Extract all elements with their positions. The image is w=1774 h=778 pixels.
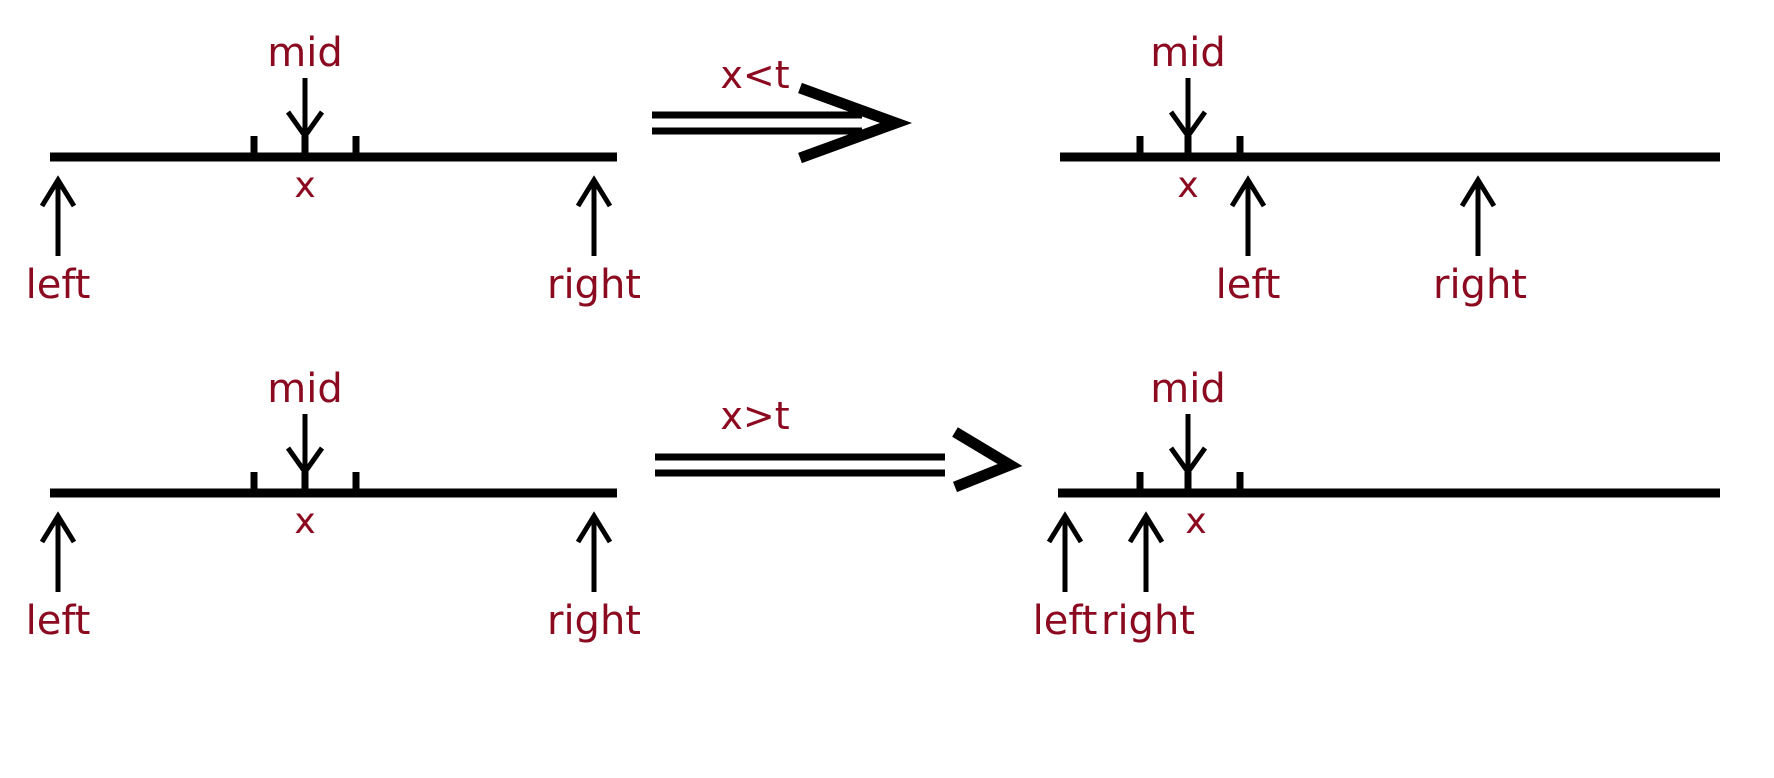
- mid-label: mid: [1150, 30, 1225, 76]
- left-label: left: [26, 598, 91, 644]
- panel-before-top: mid x left right: [26, 30, 641, 308]
- panel-before-bottom: mid x left right: [26, 366, 641, 644]
- left-label: left: [26, 262, 91, 308]
- x-label: x: [294, 501, 315, 542]
- right-label: right: [547, 262, 641, 308]
- mid-label: mid: [267, 30, 342, 76]
- mid-pointer: [1168, 414, 1208, 477]
- right-label: right: [1101, 598, 1195, 644]
- implies-arrowhead: [952, 427, 1023, 493]
- x-label: x: [1185, 501, 1206, 542]
- left-pointer: [1229, 175, 1267, 256]
- condition-label-bottom: x>t: [720, 394, 789, 438]
- right-pointer: [575, 511, 613, 592]
- right-label: right: [1433, 262, 1527, 308]
- mid-label: mid: [1150, 366, 1225, 412]
- mid-pointer: [1168, 78, 1208, 141]
- right-label: right: [547, 598, 641, 644]
- left-label: left: [1216, 262, 1281, 308]
- right-pointer: [575, 175, 613, 256]
- right-pointer: [1127, 511, 1165, 592]
- panel-after-top: mid x left right: [1060, 30, 1720, 308]
- x-label: x: [294, 165, 315, 206]
- mid-pointer: [285, 78, 325, 141]
- implication-arrow-top: [652, 82, 913, 164]
- mid-pointer: [285, 414, 325, 477]
- left-pointer: [1046, 511, 1084, 592]
- left-pointer: [39, 511, 77, 592]
- mid-label: mid: [267, 366, 342, 412]
- condition-label-top: x<t: [720, 53, 789, 97]
- left-label: left: [1033, 598, 1098, 644]
- right-pointer: [1459, 175, 1497, 256]
- x-label: x: [1177, 165, 1198, 206]
- panel-after-bottom: mid x left right: [1033, 366, 1720, 644]
- left-pointer: [39, 175, 77, 256]
- implication-arrow-bottom: [655, 427, 1023, 493]
- implies-arrowhead: [798, 82, 913, 164]
